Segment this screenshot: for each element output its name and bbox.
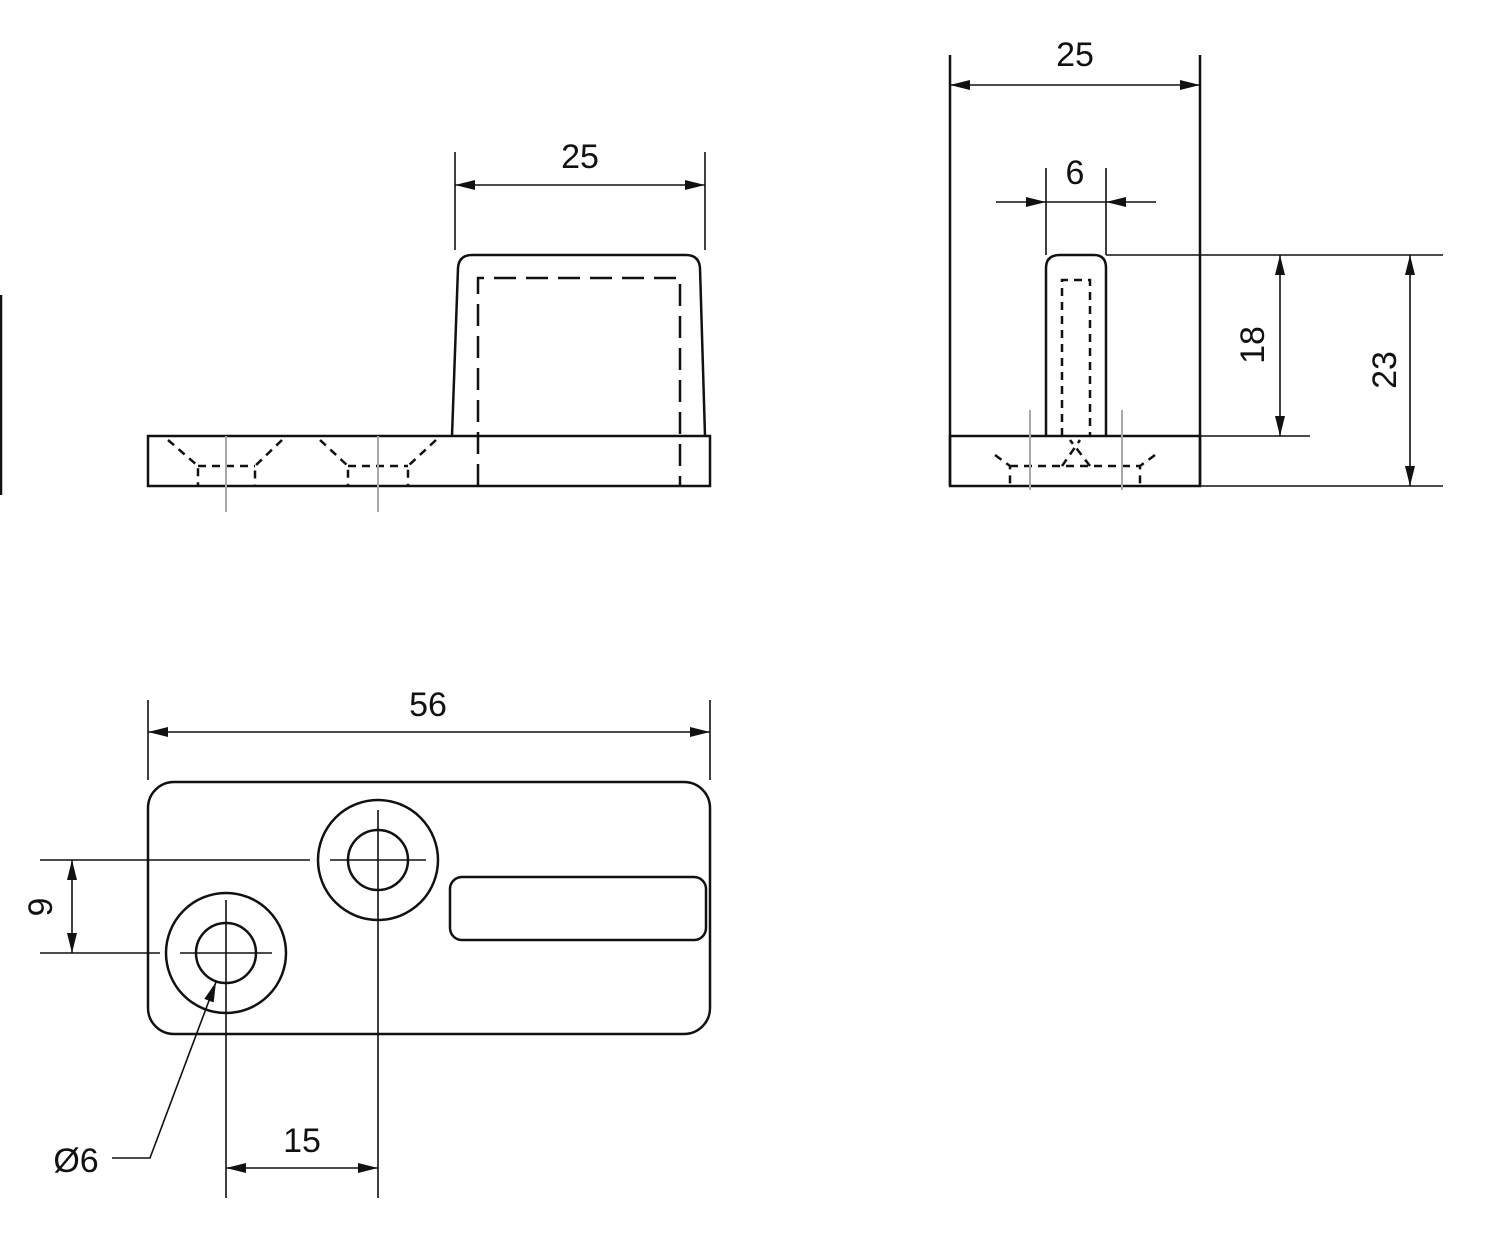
hidden-cavity xyxy=(476,276,682,486)
hidden-pin-cavity xyxy=(1060,278,1092,436)
pin xyxy=(1044,253,1108,436)
base-plate xyxy=(948,434,1202,488)
dimension-hole-offset: 9 xyxy=(22,898,60,917)
dimension-pin-width: 6 xyxy=(1066,154,1085,192)
dimension-width: 25 xyxy=(1056,36,1094,74)
side-view: 25 6 18 23 xyxy=(948,36,1443,490)
top-view: 56 9 15 Ø6 xyxy=(22,686,712,1198)
plate-outline xyxy=(146,780,712,1036)
diameter-leader xyxy=(112,981,217,1159)
upright-block xyxy=(450,253,707,437)
countersink-hidden-lines xyxy=(167,439,437,486)
slot xyxy=(448,875,708,942)
dimension-hole-spacing: 15 xyxy=(283,1122,321,1160)
front-view: 25 xyxy=(146,138,712,512)
countersink-hidden-lines xyxy=(994,439,1156,486)
dimension-length: 56 xyxy=(409,686,447,724)
dimension-pin-height: 18 xyxy=(1234,326,1272,364)
base-plate xyxy=(146,434,712,488)
dimension-width: 25 xyxy=(561,138,599,176)
dimension-hole-diameter: Ø6 xyxy=(53,1142,98,1180)
dimension-total-height: 23 xyxy=(1366,351,1404,389)
